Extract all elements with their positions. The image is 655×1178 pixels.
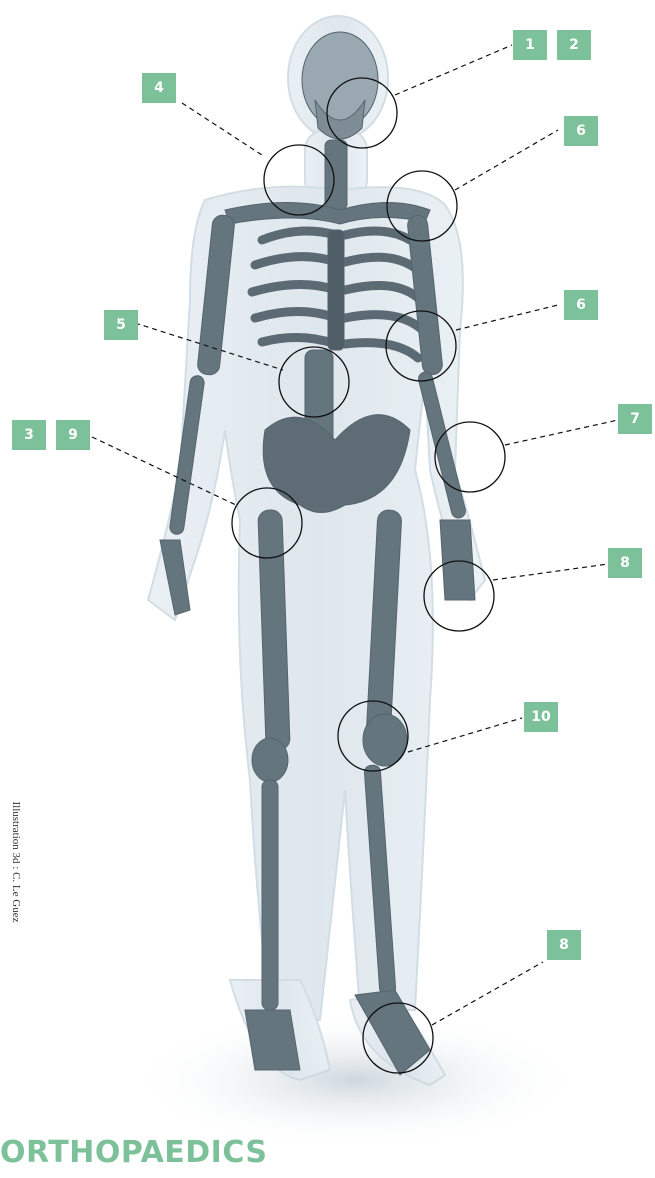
marker-8-foot: 8 <box>547 930 581 960</box>
floor-shadow <box>125 1010 585 1150</box>
leader-line-4 <box>182 103 265 157</box>
marker-5: 5 <box>104 310 138 340</box>
marker-9: 9 <box>56 420 90 450</box>
page-title: ORTHOPAEDICS <box>0 1135 268 1170</box>
body-silhouette <box>148 16 485 1085</box>
marker-1: 1 <box>513 30 547 60</box>
illustration-credit: Illustration 3d : C. Le Guez <box>8 787 22 937</box>
leader-line-8-hand <box>493 564 608 580</box>
leader-line-6-elbow <box>456 305 558 330</box>
leader-line-7 <box>505 420 618 445</box>
marker-7: 7 <box>618 404 652 434</box>
marker-10: 10 <box>524 702 558 732</box>
marker-6-shoulder: 6 <box>564 116 598 146</box>
leader-line-6-shoulder <box>455 130 558 190</box>
marker-4: 4 <box>142 73 176 103</box>
marker-6-elbow: 6 <box>564 290 598 320</box>
leader-line-8-foot <box>432 962 543 1025</box>
marker-3: 3 <box>12 420 46 450</box>
marker-2: 2 <box>557 30 591 60</box>
leader-line-1-2 <box>395 45 512 95</box>
marker-8-hand: 8 <box>608 548 642 578</box>
